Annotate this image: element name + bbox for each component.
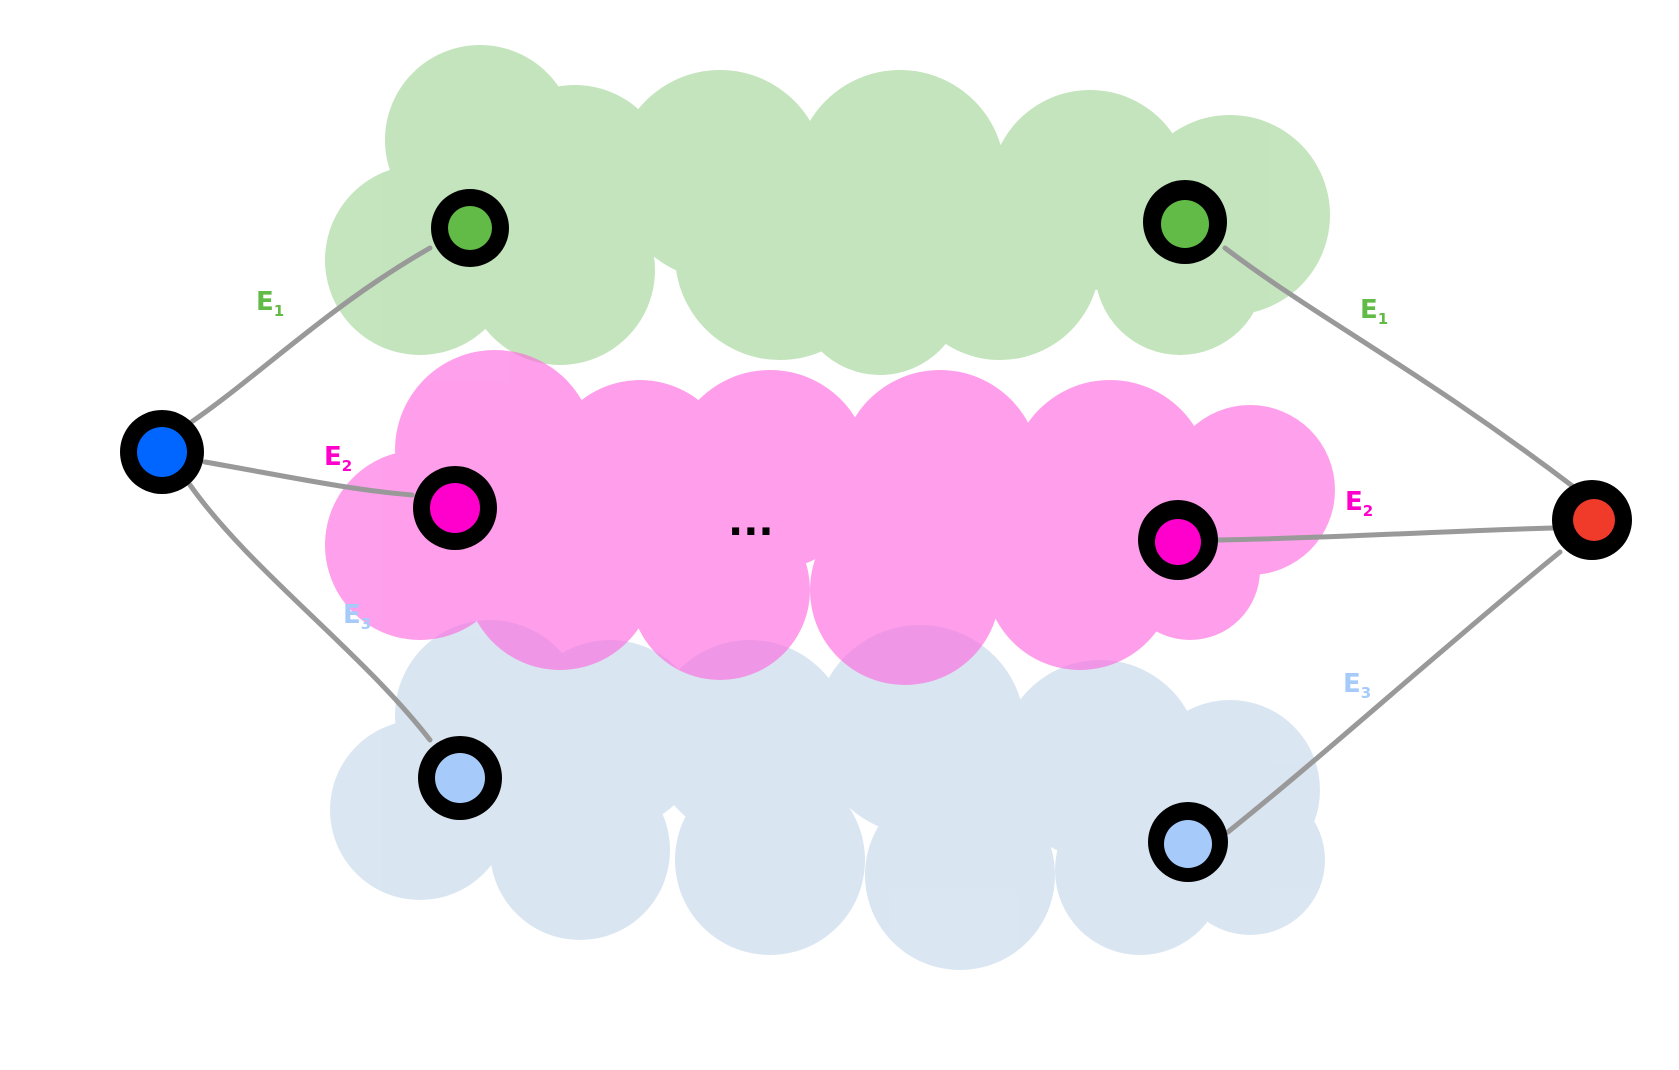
edge-label-left-e3: E3: [343, 600, 371, 633]
edge-source-green: [187, 245, 433, 426]
edges: [187, 245, 1578, 835]
edge-green-target: [1222, 245, 1578, 491]
edge-pink-target: [1215, 525, 1558, 543]
edge-lightblue-target: [1225, 549, 1563, 835]
edge-label-left-e2: E2: [324, 442, 352, 475]
edge-source-lightblue: [187, 482, 433, 743]
edge-label-right-e1: E1: [1360, 295, 1388, 328]
target-node: [1552, 480, 1632, 560]
pink-node-left: [413, 466, 497, 550]
source-node: [120, 410, 204, 494]
edge-source-pink: [202, 459, 415, 498]
green-node-left: [431, 189, 509, 267]
edge-label-left-e1: E1: [256, 287, 284, 320]
lightblue-node-right: [1148, 802, 1228, 882]
nodes: [120, 180, 1632, 882]
green-node-right: [1143, 180, 1227, 264]
pink-node-right: [1138, 500, 1218, 580]
edge-label-right-e2: E2: [1345, 487, 1373, 520]
lightblue-node-left: [418, 736, 502, 820]
edge-label-right-e3: E3: [1343, 669, 1371, 702]
ellipsis: ...: [728, 499, 774, 545]
